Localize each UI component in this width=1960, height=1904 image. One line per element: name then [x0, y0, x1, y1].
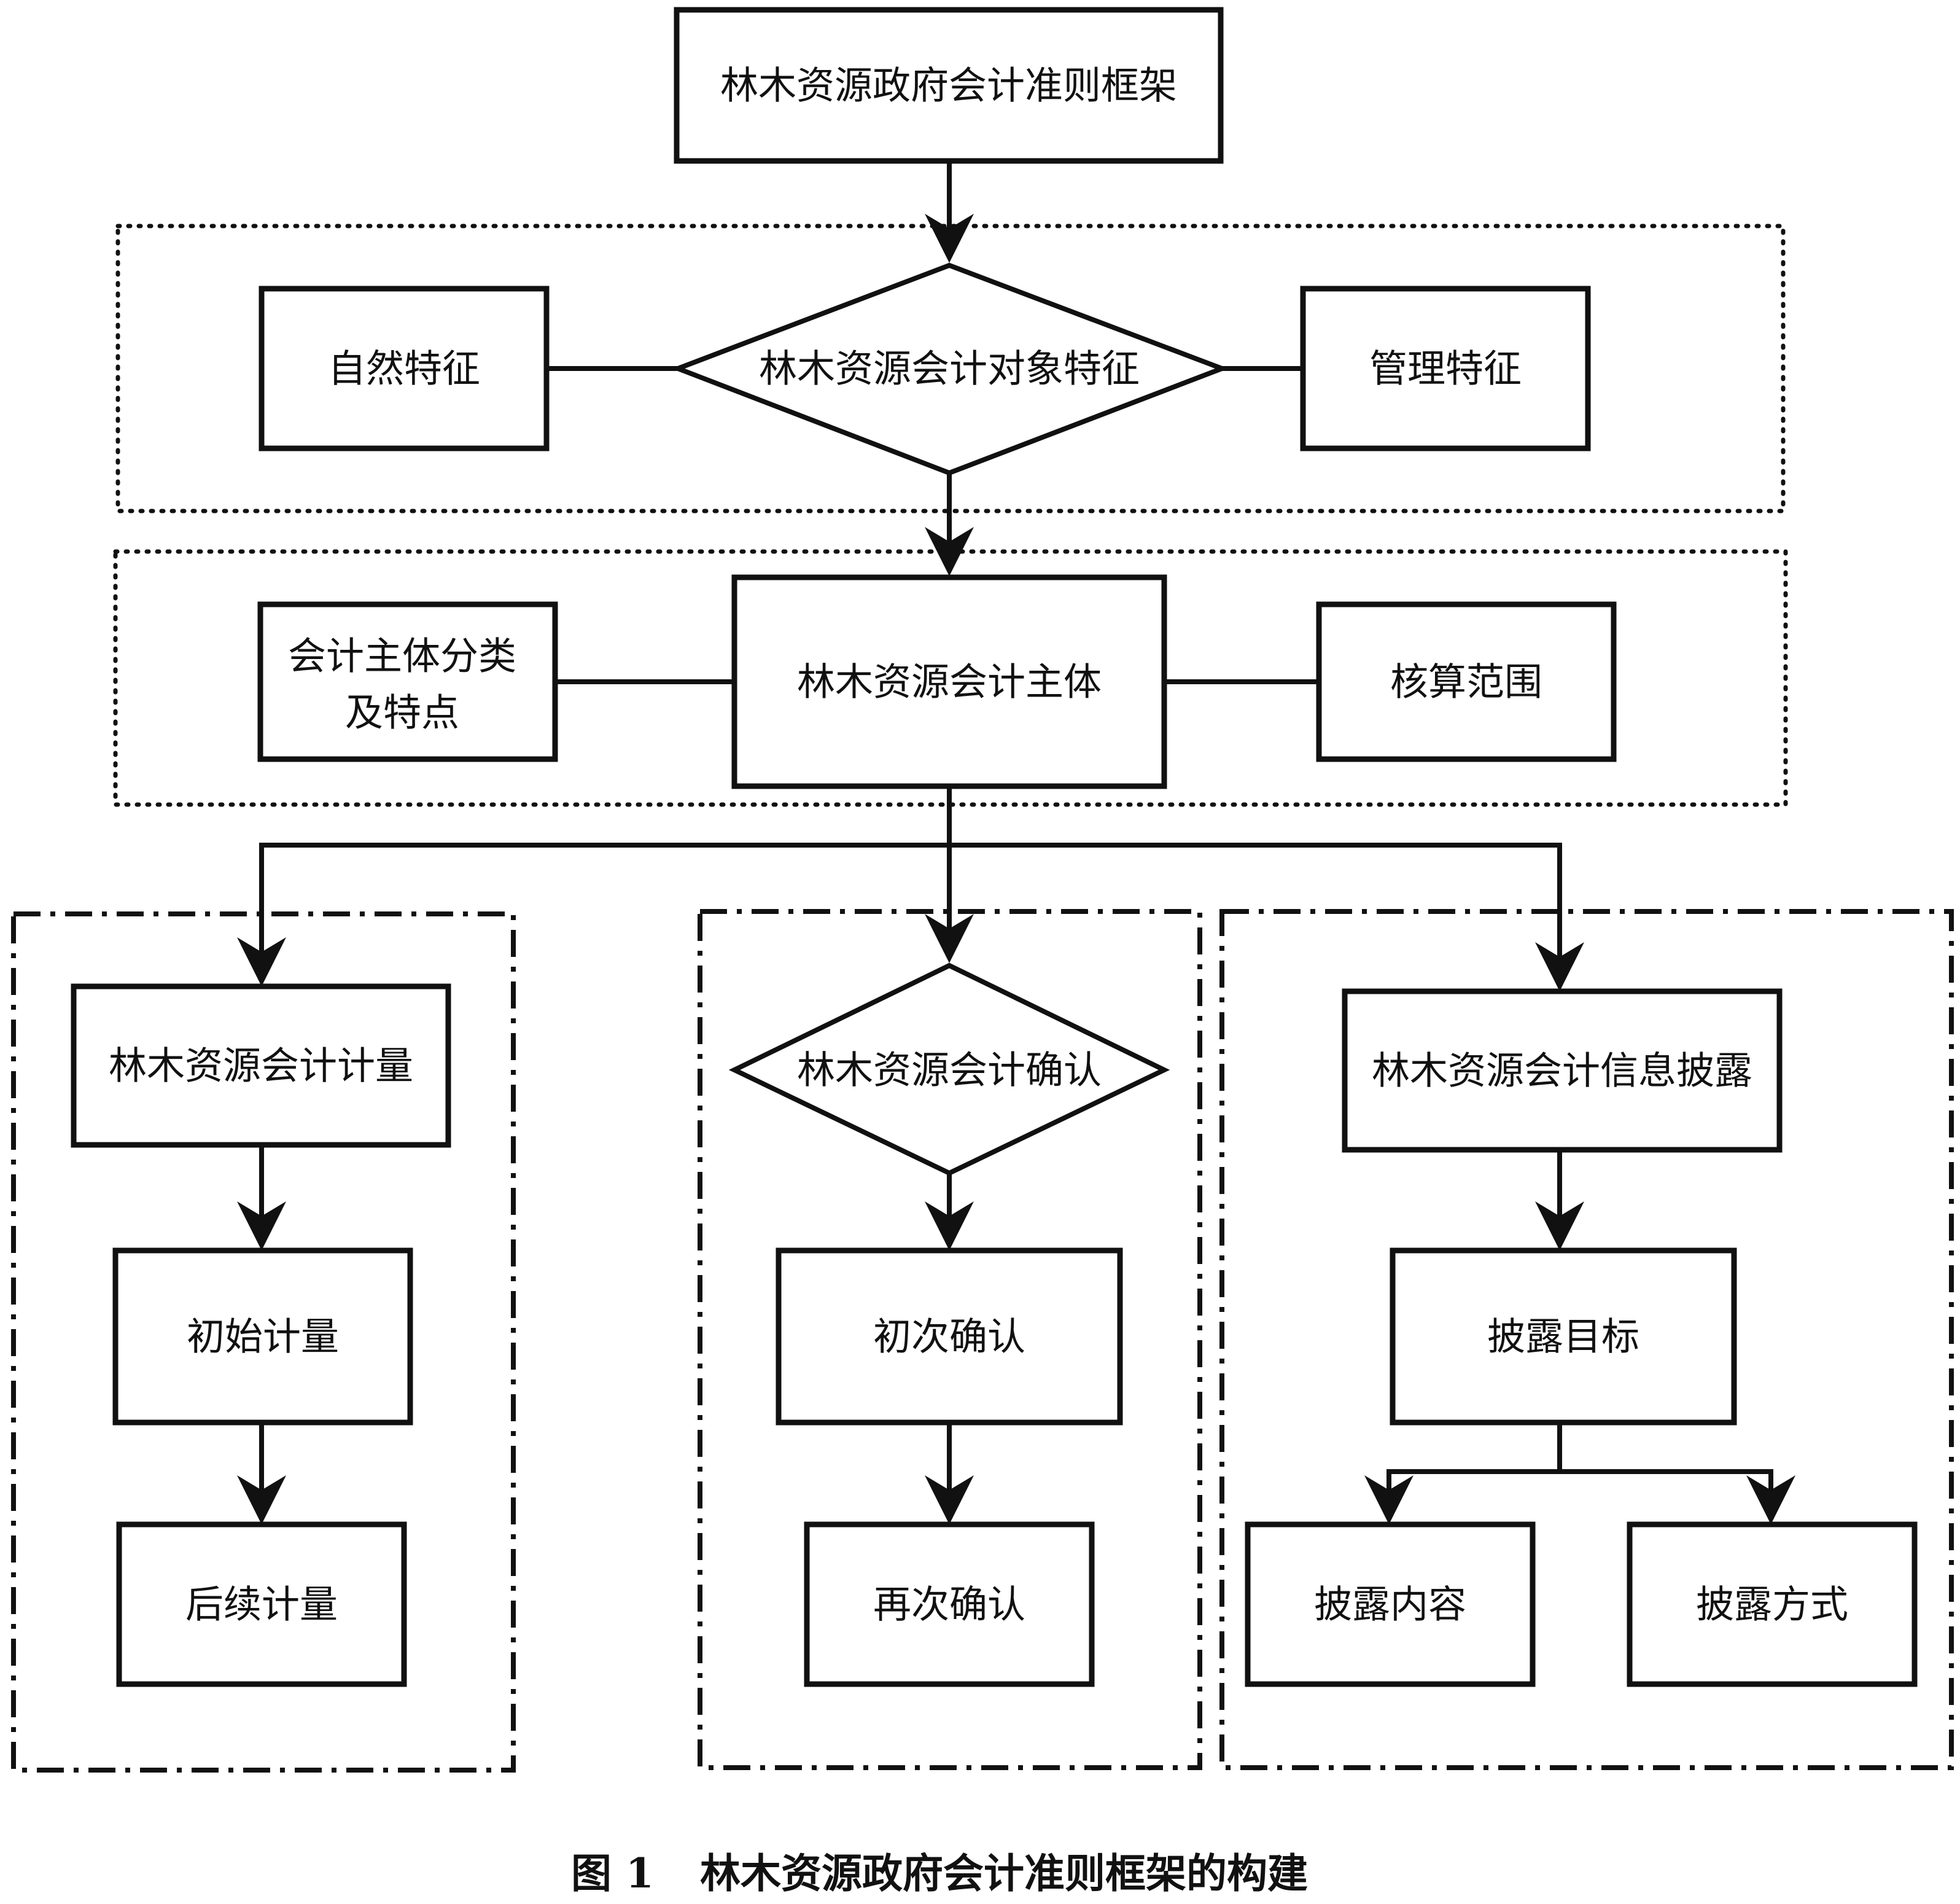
- disclosure-goal-box: [1390, 1247, 1737, 1426]
- disclosure-label: 林木资源会计信息披露: [1372, 1048, 1752, 1093]
- figure-caption-text: 林木资源政府会计准则框架的构建: [700, 1849, 1308, 1897]
- natural-features-box: [259, 286, 550, 451]
- object-section-frame: [115, 224, 1786, 513]
- subsequent-measurement-label: 后续计量: [185, 1582, 338, 1627]
- recognition-label: 林木资源会计确认: [797, 1048, 1102, 1093]
- management-features-box: [1300, 286, 1591, 451]
- initial-measurement-box: [112, 1247, 413, 1426]
- subject-classification-box: [257, 601, 558, 762]
- measurement-label: 林木资源会计计量: [109, 1044, 413, 1088]
- first-recognition-box: [776, 1247, 1123, 1426]
- title-box: [674, 7, 1224, 164]
- first-recognition-label: 初次确认: [873, 1314, 1025, 1359]
- natural-features-label: 自然特征: [328, 346, 480, 391]
- object-features-diamond: [671, 262, 1229, 476]
- accounting-scope-label: 核算范围: [1390, 660, 1542, 704]
- second-recognition-label: 再次确认: [873, 1582, 1025, 1627]
- subject-classification-label-line1: 会计主体分类: [288, 634, 516, 679]
- disclosure-content-label: 披露内容: [1314, 1582, 1466, 1627]
- management-features-label: 管理特征: [1369, 346, 1522, 391]
- object-features-label: 林木资源会计对象特征: [759, 346, 1140, 391]
- second-recognition-box: [804, 1521, 1095, 1687]
- disclosure-box: [1342, 988, 1783, 1153]
- accounting-scope-box: [1316, 601, 1617, 762]
- measurement-section-frame: [11, 911, 516, 1773]
- recognition-diamond: [728, 962, 1170, 1176]
- accounting-subject-box: [731, 574, 1167, 789]
- disclosure-content-box: [1245, 1521, 1536, 1687]
- measurement-box: [71, 983, 451, 1148]
- recognition-section-frame: [698, 909, 1202, 1770]
- disclosure-goal-label: 披露目标: [1487, 1314, 1639, 1359]
- title-box-label: 林木资源政府会计准则框架: [720, 63, 1177, 108]
- subsequent-measurement-box: [116, 1521, 407, 1687]
- disclosure-method-box: [1627, 1521, 1918, 1687]
- disclosure-method-label: 披露方式: [1696, 1582, 1848, 1627]
- accounting-subject-label: 林木资源会计主体: [797, 660, 1102, 704]
- disclosure-section-frame: [1219, 909, 1954, 1770]
- subject-classification-label-line2: 及特点: [345, 690, 459, 735]
- initial-measurement-label: 初始计量: [187, 1314, 339, 1359]
- figure-caption-label: 图 1: [571, 1849, 654, 1897]
